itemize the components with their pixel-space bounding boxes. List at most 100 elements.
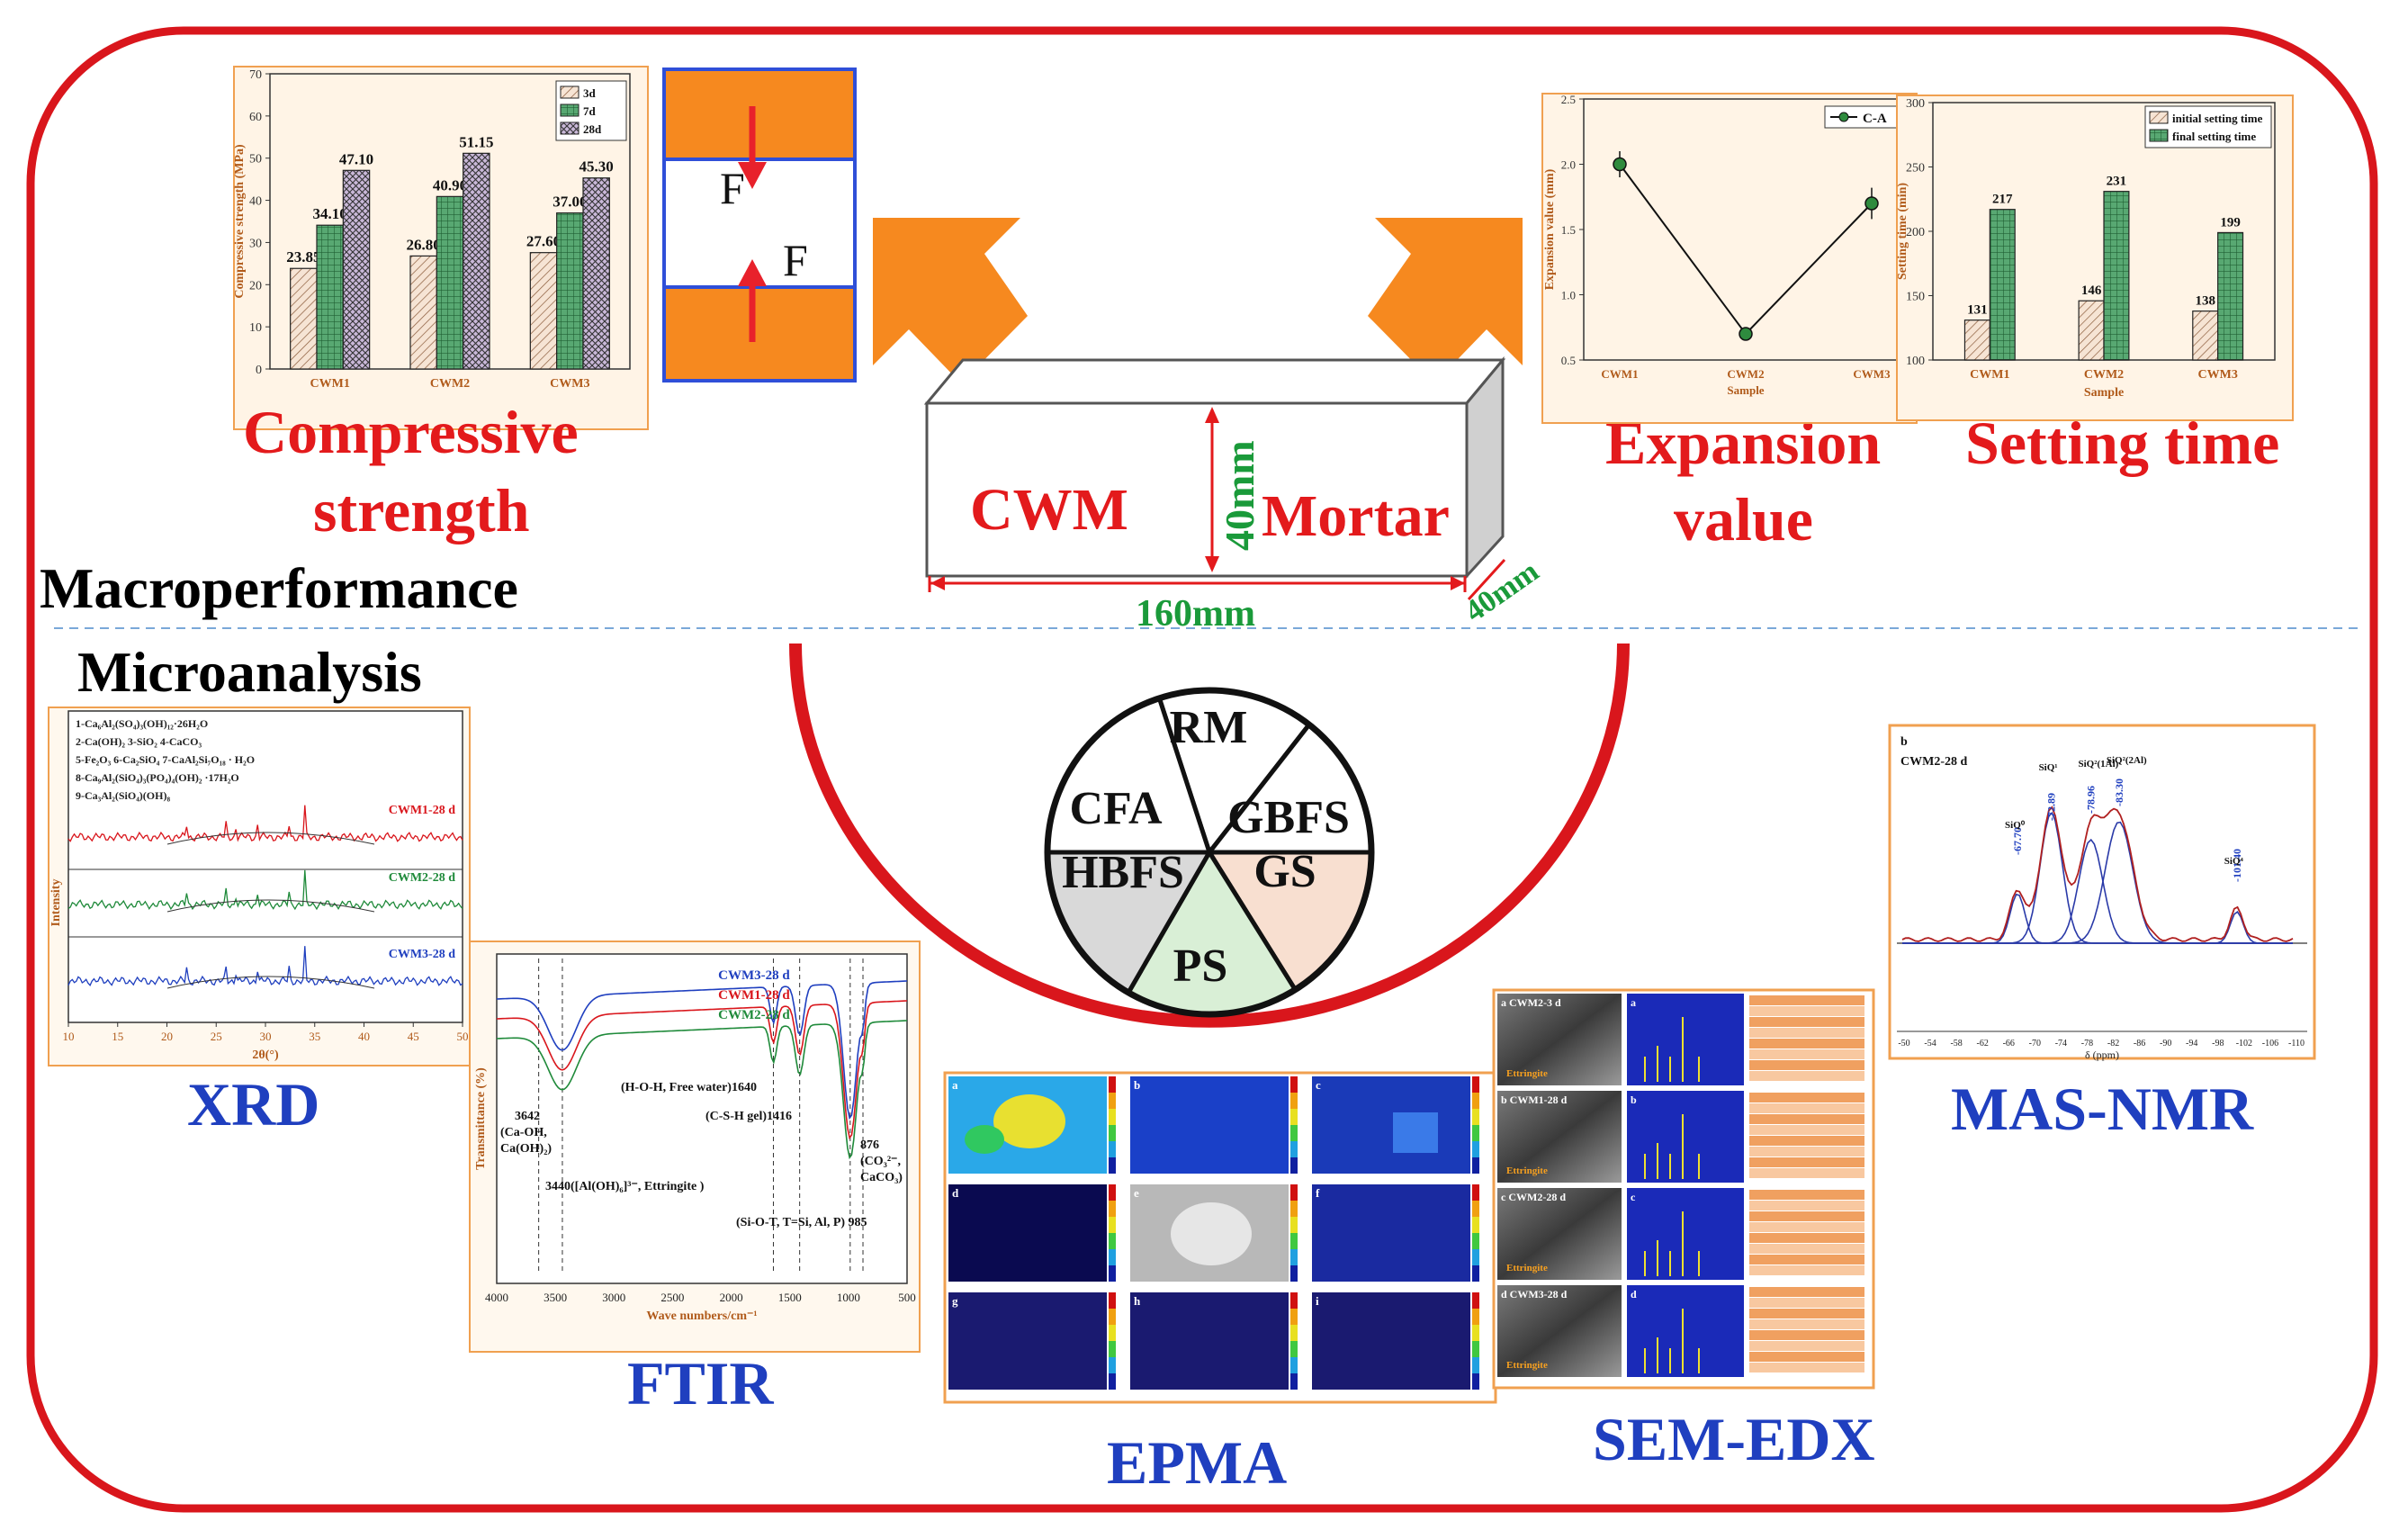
edx-table-row (1749, 1309, 1864, 1318)
epma-scale (1290, 1157, 1298, 1174)
edx-table-row (1749, 1103, 1864, 1113)
x-tick-label: -70 (2029, 1039, 2041, 1048)
epma-scale (1290, 1125, 1298, 1141)
epma-scale (1290, 1309, 1298, 1325)
legend-label: 7d (583, 104, 597, 118)
x-tick-label: 500 (898, 1291, 916, 1304)
edx-table-row (1749, 1190, 1864, 1200)
peak-value: -72.89 (2045, 793, 2058, 821)
data-label: 217 (1992, 193, 2013, 207)
legend-swatch (2149, 129, 2169, 142)
epma-scale (1290, 1184, 1298, 1201)
edx-table-row (1749, 1341, 1864, 1351)
edx-table-row (1749, 1265, 1864, 1275)
y-axis-label: Intensity (49, 879, 63, 927)
data-point (1613, 157, 1627, 172)
epma-feature (965, 1125, 1004, 1154)
edx-table-row (1749, 1039, 1864, 1048)
y-tick-label: 150 (1906, 291, 1925, 304)
note-1416: (C-S-H gel)1416 (705, 1110, 792, 1123)
epma-panel-letter: g (952, 1294, 958, 1308)
epma-scale (1472, 1157, 1479, 1174)
sem-row-label: c CWM2-28 d (1501, 1191, 1566, 1203)
pie-label: RM (1170, 702, 1248, 753)
edx-table-row (1749, 995, 1864, 1005)
epma-scale (1290, 1325, 1298, 1341)
note-caoh: (Ca-OH, (500, 1126, 547, 1139)
legend-label: 28d (583, 122, 602, 136)
length-dimension: 160mm (928, 576, 1467, 634)
series-label: CWM1-28 d (718, 988, 790, 1003)
x-tick-label: -94 (2186, 1039, 2197, 1048)
plot-frame (67, 710, 463, 1023)
sem-row-label: d CWM3-28 d (1501, 1288, 1568, 1300)
bar (463, 152, 490, 370)
epma-scale (1290, 1265, 1298, 1282)
series-label: CWM2-28 d (389, 871, 455, 885)
epma-scale (1290, 1093, 1298, 1109)
title-sem-edx: SEM-EDX (1593, 1405, 1875, 1473)
epma-scale (1472, 1325, 1479, 1341)
x-tick-label: 35 (309, 1030, 320, 1043)
y-axis-label: Setting time (min) (1896, 183, 1909, 280)
edx-table-row (1749, 1244, 1864, 1254)
force-label-bottom: F (783, 235, 808, 285)
note-876: 876 (860, 1138, 879, 1152)
edx-spectrum (1627, 1285, 1744, 1377)
title-epma: EPMA (1107, 1428, 1287, 1497)
legend-label: final setting time (2172, 130, 2256, 143)
peak-label: SiQ²(2Al) (2107, 755, 2147, 766)
legend-label: C-A (1863, 112, 1887, 126)
note-3440: 3440([Al(OH)₆]³⁻, Ettringite ) (545, 1180, 705, 1193)
title-macroperformance: Macroperformance (40, 556, 518, 620)
data-label: 34.10 (313, 205, 347, 222)
data-label: 40.90 (433, 176, 467, 194)
edx-table-row (1749, 1136, 1864, 1146)
data-label: 146 (2081, 284, 2102, 298)
epma-scale (1109, 1217, 1116, 1233)
y-tick-label: 70 (249, 68, 262, 82)
y-axis-label: Compressive strength (MPa) (233, 144, 247, 299)
x-tick-label: 40 (358, 1030, 370, 1043)
epma-scale (1109, 1184, 1116, 1201)
epma-scale (1472, 1341, 1479, 1357)
title-xrd: XRD (187, 1070, 319, 1138)
epma-panel-letter: e (1134, 1186, 1139, 1200)
epma-scale (1109, 1309, 1116, 1325)
epma-map (948, 1184, 1107, 1282)
edx-table-row (1749, 1363, 1864, 1372)
edx-table-row (1749, 1298, 1864, 1308)
y-tick-label: 0.5 (1561, 354, 1576, 367)
x-tick-label: -78 (2081, 1039, 2093, 1048)
epma-scale (1290, 1292, 1298, 1309)
edx-table-row (1749, 1125, 1864, 1135)
edx-table-row (1749, 1255, 1864, 1264)
epma-panel-letter: a (952, 1078, 958, 1092)
edx-letter: a (1631, 996, 1636, 1009)
epma-panel-letter: c (1316, 1078, 1321, 1092)
chart-background (1888, 724, 2316, 1060)
edx-table-row (1749, 1201, 1864, 1210)
epma-scale (1290, 1109, 1298, 1125)
bar (342, 169, 371, 370)
x-axis-label: 2θ(°) (252, 1048, 279, 1062)
pie-label: HBFS (1062, 847, 1184, 898)
epma-scale (1290, 1373, 1298, 1390)
epma-map (1312, 1076, 1470, 1174)
peak-label: SiQ²(1Al) (2078, 759, 2118, 770)
epma-scale (1109, 1141, 1116, 1157)
y-tick-label: 20 (249, 279, 262, 292)
height-dimension: 40mm (1205, 407, 1262, 572)
epma-scale (1109, 1125, 1116, 1141)
epma-scale (1109, 1201, 1116, 1217)
sem-image (1497, 1091, 1622, 1183)
bar (2217, 231, 2244, 361)
peak-value: -101.40 (2231, 849, 2243, 882)
legend-swatch (560, 104, 580, 117)
epma-feature (993, 1094, 1065, 1148)
y-tick-label: 50 (249, 153, 262, 166)
